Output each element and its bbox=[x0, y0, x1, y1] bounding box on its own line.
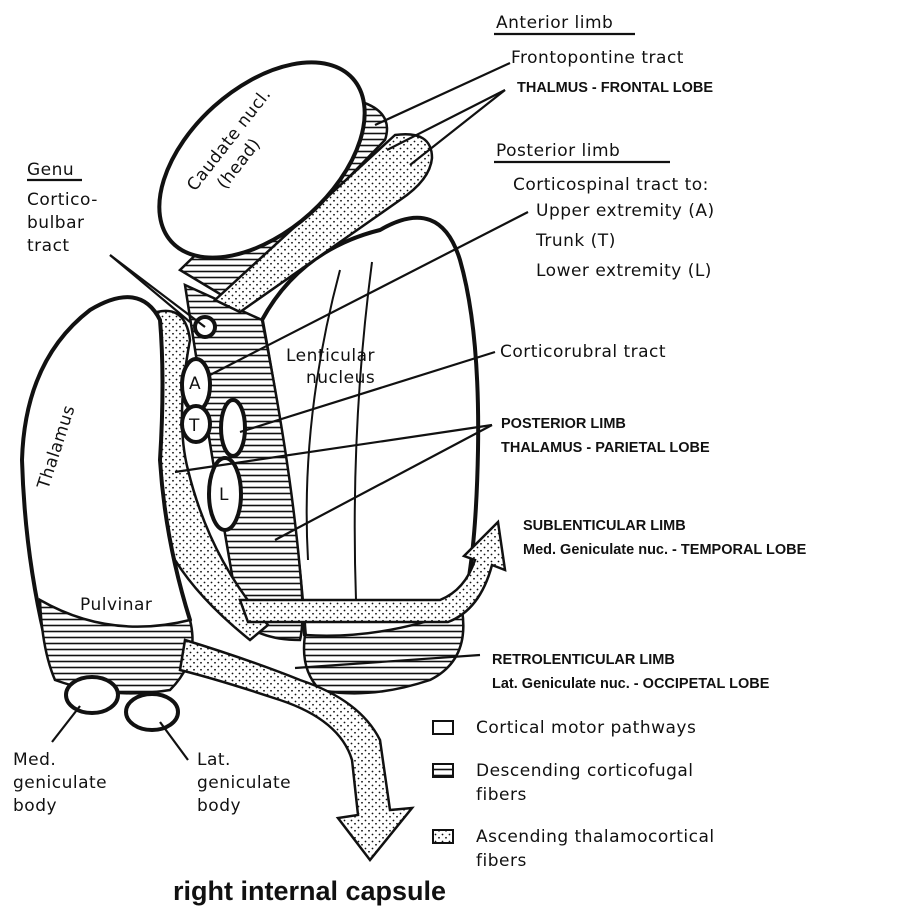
corticorubral-label: Corticorubral tract bbox=[500, 342, 666, 362]
retrolenticular-line2: Lat. Geniculate nuc. - OCCIPETAL LOBE bbox=[492, 676, 770, 692]
leader-thalmus-frontal-1 bbox=[387, 90, 505, 150]
upper-extremity-label: Upper extremity (A) bbox=[536, 201, 715, 221]
corticorubral-oval bbox=[221, 400, 245, 456]
legend-motor: Cortical motor pathways bbox=[476, 718, 696, 738]
lat-geniculate-line2: geniculate bbox=[197, 773, 291, 793]
legend-descending-2: fibers bbox=[476, 785, 527, 805]
legend-swatch-ascending bbox=[433, 830, 453, 843]
lenticular-label-2: nucleus bbox=[306, 368, 375, 388]
lateral-geniculate-body bbox=[126, 694, 178, 730]
anterior-limb-heading: Anterior limb bbox=[496, 13, 613, 33]
corticobulbar-line1: Cortico- bbox=[27, 190, 98, 210]
trunk-label: Trunk (T) bbox=[535, 231, 616, 251]
sublenticular-line2: Med. Geniculate nuc. - TEMPORAL LOBE bbox=[523, 542, 807, 558]
marker-t: T bbox=[188, 416, 200, 436]
legend-ascending-2: fibers bbox=[476, 851, 527, 871]
legend-descending-1: Descending corticofugal bbox=[476, 761, 694, 781]
leader-med-geniculate bbox=[52, 706, 80, 742]
lower-extremity-label: Lower extremity (L) bbox=[536, 261, 712, 281]
leader-lat-geniculate bbox=[160, 722, 188, 760]
marker-a: A bbox=[189, 374, 201, 394]
lat-geniculate-line3: body bbox=[197, 796, 241, 816]
posterior-limb-heading: Posterior limb bbox=[496, 141, 620, 161]
lenticular-label-1: Lenticular bbox=[286, 346, 375, 366]
posterior-limb-bold-1: POSTERIOR LIMB bbox=[501, 416, 626, 432]
genu-heading: Genu bbox=[27, 160, 74, 180]
thalmus-frontal-label: THALMUS - FRONTAL LOBE bbox=[517, 80, 713, 96]
diagram-title: right internal capsule bbox=[173, 876, 446, 906]
posterior-limb-bold-2: THALAMUS - PARIETAL LOBE bbox=[501, 440, 710, 456]
frontopontine-label: Frontopontine tract bbox=[511, 48, 684, 68]
lat-geniculate-line1: Lat. bbox=[197, 750, 231, 770]
legend-swatch-descending bbox=[433, 764, 453, 777]
med-geniculate-line2: geniculate bbox=[13, 773, 107, 793]
corticobulbar-line2: bulbar bbox=[27, 213, 85, 233]
pulvinar-label: Pulvinar bbox=[80, 595, 152, 615]
retrolenticular-line1: RETROLENTICULAR LIMB bbox=[492, 652, 675, 668]
leader-frontopontine bbox=[375, 63, 510, 125]
med-geniculate-line3: body bbox=[13, 796, 57, 816]
medial-geniculate-body bbox=[66, 677, 118, 713]
legend-swatch-motor bbox=[433, 721, 453, 734]
corticospinal-intro: Corticospinal tract to: bbox=[513, 175, 709, 195]
med-geniculate-line1: Med. bbox=[13, 750, 56, 770]
legend-ascending-1: Ascending thalamocortical bbox=[476, 827, 715, 847]
sublenticular-line1: SUBLENTICULAR LIMB bbox=[523, 518, 686, 534]
marker-l: L bbox=[219, 485, 229, 505]
corticobulbar-line3: tract bbox=[27, 236, 70, 256]
